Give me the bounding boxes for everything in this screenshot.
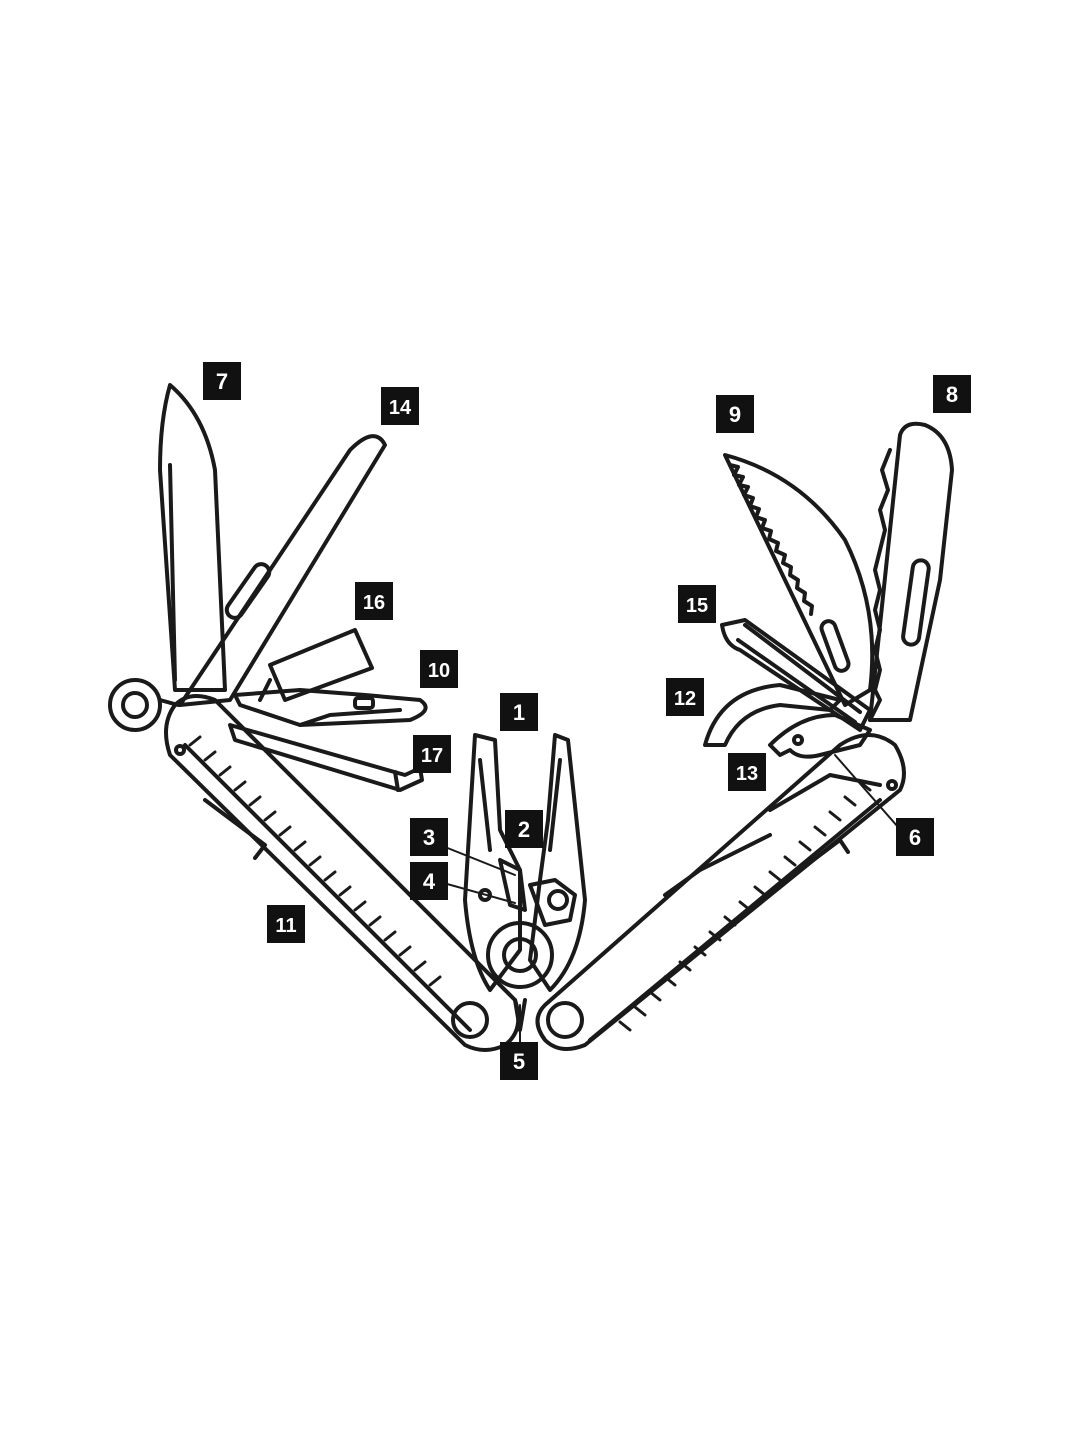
svg-text:3: 3: [423, 825, 435, 850]
svg-text:5: 5: [513, 1049, 525, 1074]
svg-text:4: 4: [423, 869, 436, 894]
svg-text:7: 7: [216, 369, 228, 394]
svg-text:15: 15: [686, 595, 708, 617]
callout-badge-1: 1: [500, 693, 538, 731]
right-handle: [535, 733, 906, 1051]
tool-17: [228, 723, 424, 792]
svg-text:1: 1: [513, 700, 525, 725]
left-ruler-ticks: [188, 735, 442, 987]
callout-badge-9: 9: [716, 395, 754, 433]
tool-16: [258, 628, 374, 702]
callout-badge-3: 3: [410, 818, 448, 856]
svg-text:6: 6: [909, 825, 921, 850]
blade-7: [158, 383, 227, 692]
blade-14: [178, 434, 387, 707]
svg-text:9: 9: [729, 402, 741, 427]
callout-badge-7: 7: [203, 362, 241, 400]
svg-text:16: 16: [363, 592, 385, 614]
svg-text:17: 17: [421, 745, 443, 767]
callout-badge-8: 8: [933, 375, 971, 413]
svg-text:10: 10: [428, 660, 450, 682]
svg-text:13: 13: [736, 763, 758, 785]
callout-badge-17: 17: [413, 735, 451, 773]
pliers: [463, 733, 587, 1032]
callout-badge-13: 13: [728, 753, 766, 791]
callout-badge-16: 16: [355, 582, 393, 620]
lanyard-ring: [108, 678, 180, 732]
callout-badge-4: 4: [410, 862, 448, 900]
callout-badge-15: 15: [678, 585, 716, 623]
svg-text:12: 12: [674, 688, 696, 710]
callout-badges: 7 14 16 10 17 1 2 3: [203, 362, 971, 1080]
saw-9: [723, 453, 875, 707]
blade-8: [868, 421, 954, 722]
svg-text:11: 11: [275, 915, 296, 937]
svg-text:2: 2: [518, 817, 530, 842]
svg-text:8: 8: [946, 382, 958, 407]
callout-badge-5: 5: [500, 1042, 538, 1080]
leader-lines: [439, 754, 906, 1046]
callout-badge-12: 12: [666, 678, 704, 716]
callout-badge-2: 2: [505, 810, 543, 848]
opener-12: [703, 683, 842, 747]
screwdriver-15: [720, 618, 872, 732]
callout-badge-10: 10: [420, 650, 458, 688]
callout-badge-11: 11: [267, 905, 305, 943]
tool-10: [233, 688, 428, 727]
opener-13: [768, 713, 872, 759]
right-ruler-ticks: [618, 780, 872, 1032]
svg-text:14: 14: [389, 397, 412, 419]
callout-badge-14: 14: [381, 387, 419, 425]
callout-badge-6: 6: [896, 818, 934, 856]
